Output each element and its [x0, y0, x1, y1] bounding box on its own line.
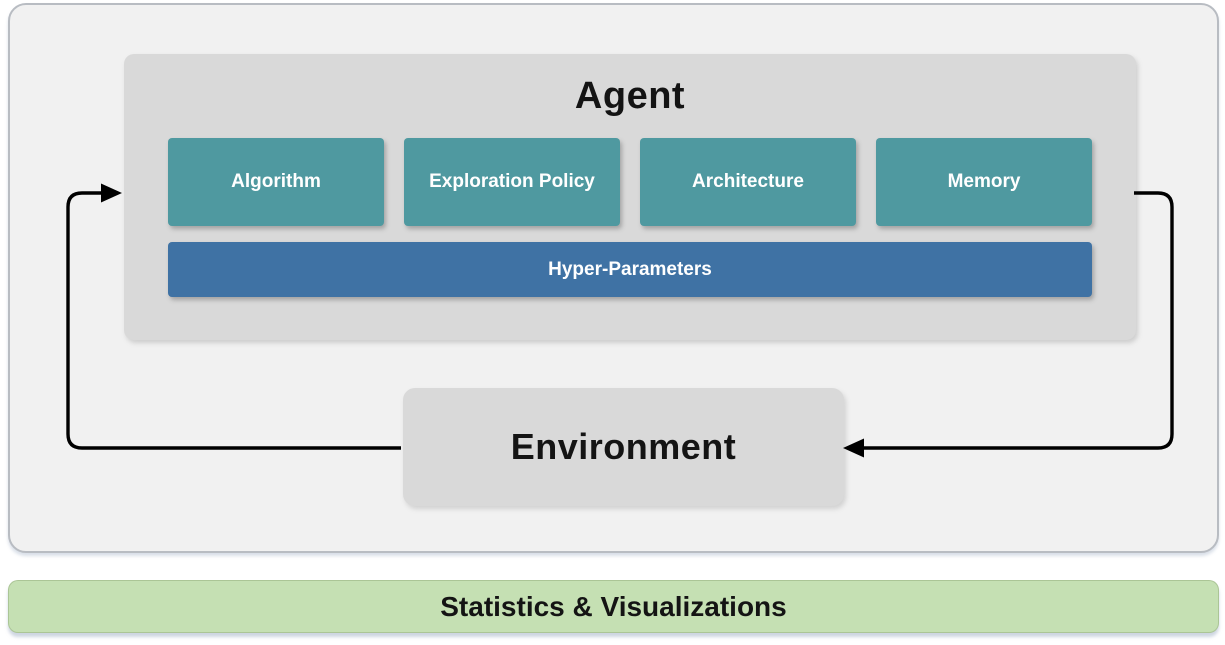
- framework-container: Agent Algorithm Exploration Policy Archi…: [8, 3, 1219, 553]
- environment-box: Environment: [403, 388, 844, 506]
- module-architecture: Architecture: [640, 138, 856, 226]
- module-algorithm: Algorithm: [168, 138, 384, 226]
- agent-title: Agent: [574, 74, 686, 117]
- module-exploration-policy: Exploration Policy: [404, 138, 620, 226]
- module-memory: Memory: [876, 138, 1092, 226]
- agent-modules-row: Algorithm Exploration Policy Architectur…: [124, 138, 1136, 226]
- agent-box: Agent Algorithm Exploration Policy Archi…: [124, 54, 1136, 340]
- statistics-visualizations-bar: Statistics & Visualizations: [8, 580, 1219, 633]
- hyper-parameters-bar: Hyper-Parameters: [168, 242, 1092, 297]
